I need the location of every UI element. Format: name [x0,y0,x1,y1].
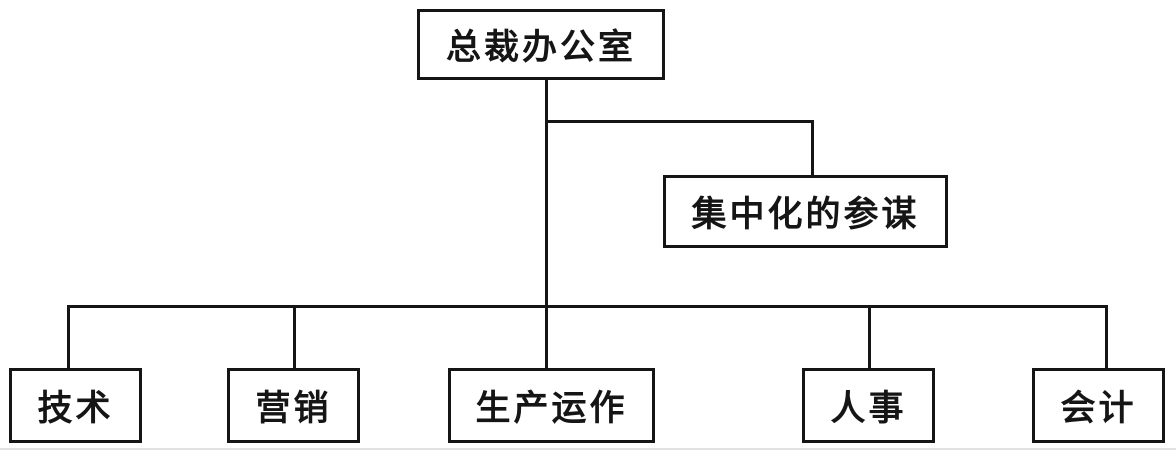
connector-staff-horizontal [545,120,814,123]
node-personnel: 人事 [802,368,935,443]
node-production-operations: 生产运作 [448,368,655,443]
connector-drop-technology [67,305,70,368]
connector-drop-marketing [293,305,296,368]
connector-departments-bus [67,305,1108,308]
node-president-office-label: 总裁办公室 [445,28,636,67]
node-accounting: 会计 [1032,368,1165,443]
node-marketing: 营销 [227,368,360,443]
node-president-office: 总裁办公室 [417,9,665,80]
node-centralized-staff-label: 集中化的参谋 [691,195,920,234]
bottom-scan-artifact-line [0,448,1176,450]
node-personnel-label: 人事 [830,389,907,428]
node-centralized-staff: 集中化的参谋 [663,175,948,248]
connector-staff-vertical [811,120,814,175]
node-marketing-label: 营销 [255,389,332,428]
connector-drop-accounting [1105,305,1108,368]
node-production-operations-label: 生产运作 [475,389,628,428]
node-technology-label: 技术 [37,389,114,428]
connector-trunk-vertical [545,80,548,368]
node-accounting-label: 会计 [1060,389,1137,428]
node-technology: 技术 [9,368,142,443]
connector-drop-personnel [868,305,871,368]
